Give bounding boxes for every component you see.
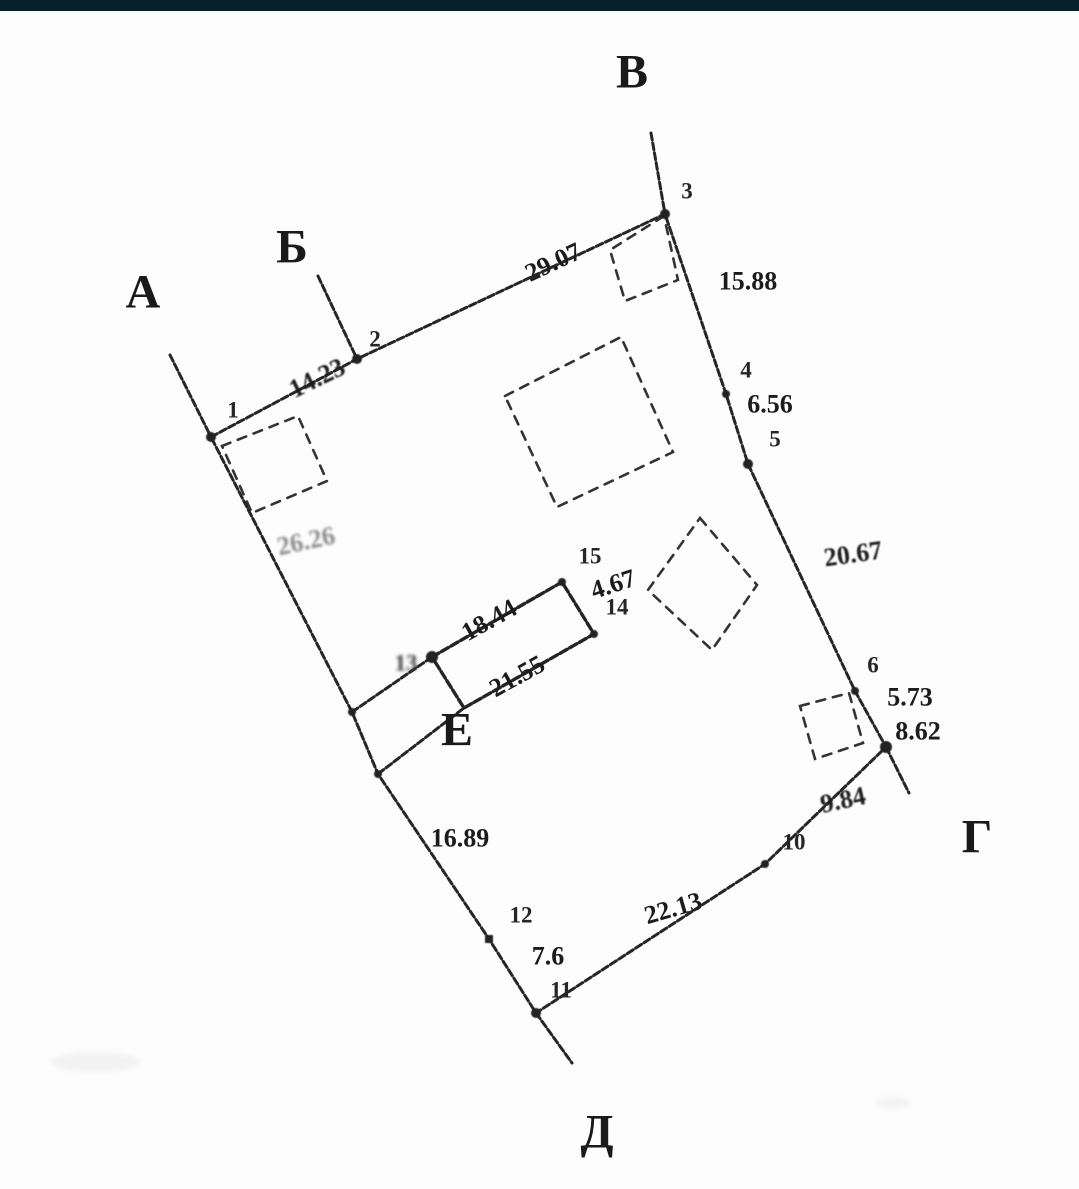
point-marker-6 [851,687,859,695]
measurement-26-26: 26.26 [274,521,337,562]
point-label-6: 6 [867,653,879,678]
scan-top-bar [0,0,1079,11]
point-label-2: 2 [369,327,381,352]
point-marker-12 [485,935,493,943]
point-label-4: 4 [740,358,752,383]
measurement-7-6: 7.6 [532,942,565,971]
dashed-square-1 [220,414,329,515]
point-marker-3 [660,209,670,219]
point-marker-15 [558,578,566,586]
point-marker-4 [722,390,730,398]
point-marker-5 [743,459,753,469]
point-marker-1 [206,432,216,442]
dashed-square-3 [503,335,675,509]
measurement-8-62: 8.62 [895,717,941,746]
scan-smudge-2 [875,1097,911,1109]
ray-to-v [649,131,667,216]
ray-to-g [884,745,911,795]
point-marker-7 [880,741,892,753]
point-marker-14 [590,630,598,638]
dashed-square-5 [798,691,865,761]
point-marker-10 [761,860,769,868]
ray-to-b [316,274,359,361]
measurement-18-44: 18.44 [456,593,521,647]
direction-label-b: Б [276,221,308,274]
measurement-5-73: 5.73 [887,683,933,712]
measurement-6-56: 6.56 [747,390,793,419]
direction-label-g: Г [962,811,993,864]
link-corner-to-building-nw [350,655,434,714]
point-marker-corner-w2 [374,770,382,778]
measurement-20-67: 20.67 [822,536,884,573]
point-label-3: 3 [681,179,693,204]
point-marker-2 [352,354,362,364]
point-marker-corner-w1 [348,708,356,716]
ray-to-d [534,1011,574,1065]
point-label-14: 14 [606,595,630,620]
measurement-15-88: 15.88 [719,267,778,296]
measurement-9-84: 9.84 [818,781,869,819]
point-label-11: 11 [550,978,572,1003]
point-label-13: 13 [395,651,418,676]
direction-label-v: В [616,46,648,99]
measurement-14-23: 14.23 [284,352,349,404]
point-marker-13 [426,651,438,663]
parcel-boundary [208,211,888,1016]
measurement-21-55: 21.55 [484,649,549,703]
point-label-1: 1 [227,398,239,423]
dashed-square-4 [646,515,759,652]
point-marker-11 [531,1008,541,1018]
link-corner-to-building-sw [376,706,466,776]
direction-label-d: Д [580,1106,613,1159]
direction-label-a: А [126,266,161,319]
ray-to-a [168,353,213,439]
point-label-15: 15 [579,544,602,569]
dashed-square-2 [608,213,680,303]
point-label-12: 12 [510,903,533,928]
direction-label-e: Е [441,704,473,757]
measurement-16-89: 16.89 [431,824,490,853]
scan-smudge-1 [50,1052,140,1072]
measurement-29-07: 29.07 [520,236,585,287]
point-label-5: 5 [769,427,781,452]
point-label-10: 10 [783,830,806,855]
